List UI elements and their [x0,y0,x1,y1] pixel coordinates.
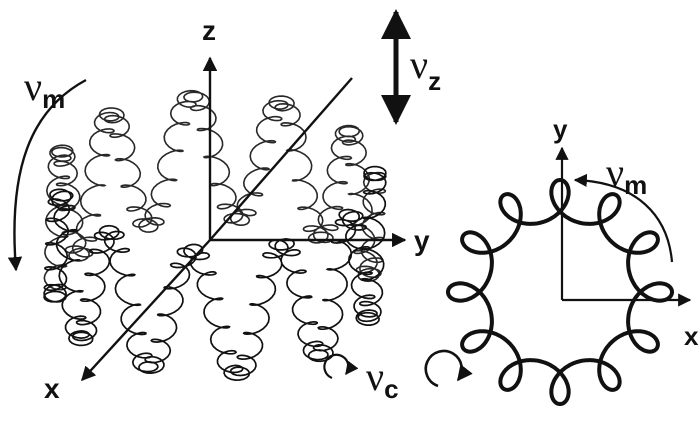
nu-m-right-base: ν [606,150,624,195]
depth-axis [209,77,353,241]
magnetron-rotation-arrow-left [7,78,87,272]
nu-m-left-base: ν [24,64,42,109]
left-3d-panel: z y x νm νz [7,8,441,404]
nu-c-label: νc [366,354,399,404]
right-x-axis-label: x [684,321,699,351]
cyclotron-loop-large-icon [424,349,473,388]
nu-c-sub: c [384,374,398,404]
x-axis-label: x [44,373,60,404]
nu-m-right-sub: m [624,170,647,200]
axes-3d [81,56,407,382]
nu-z-sub: z [428,66,441,96]
magnetron-rotation-arrow-right [573,173,674,263]
helical-trajectory-front [43,165,387,381]
right-y-axis-label: y [553,114,568,144]
nu-m-left-sub: m [42,84,65,114]
z-axis-label: z [202,15,216,46]
nu-m-label-right: νm [606,150,647,200]
right-top-view-panel: y x νm νc [366,114,699,406]
trajectory-segment [43,171,387,381]
helical-trajectory-back [43,89,387,291]
nu-z-base: ν [410,42,428,87]
nu-m-label-left: νm [24,64,65,114]
epicycle-trajectory [446,178,674,406]
x-axis [81,239,211,382]
cyclotron-loop-small-icon [323,353,359,380]
nu-z-label: νz [410,42,441,96]
trajectory-segment [43,89,387,291]
trajectory-segment [363,165,387,182]
nu-c-base: ν [366,354,384,399]
y-axis-label: y [414,225,430,256]
